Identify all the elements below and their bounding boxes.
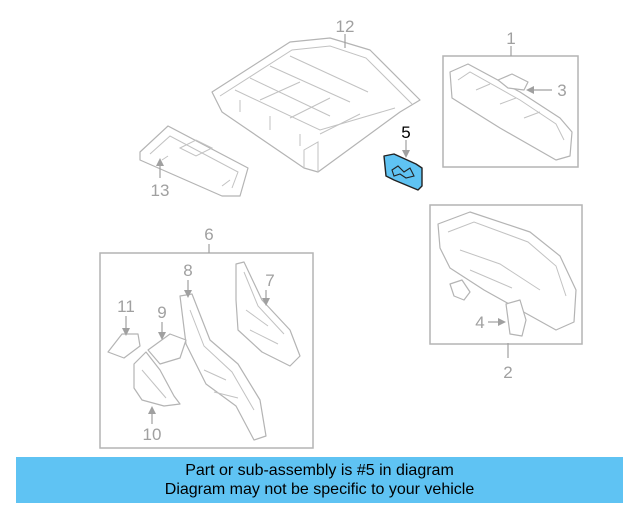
callout-9: 9	[157, 303, 166, 322]
banner-line-2: Diagram may not be specific to your vehi…	[164, 481, 475, 498]
callout-1: 1	[506, 29, 515, 48]
parts-diagram: 12 1 3 5 13 6 7 8 9 11 10 4 2	[99, 17, 583, 449]
callout-5: 5	[401, 123, 410, 142]
callout-10: 10	[143, 425, 162, 444]
callout-4: 4	[475, 313, 484, 332]
box-part-2	[429, 204, 583, 345]
callout-6: 6	[204, 225, 213, 244]
notice-banner: Part or sub-assembly is #5 in diagram Di…	[16, 457, 623, 503]
callout-8: 8	[183, 261, 192, 280]
callout-12: 12	[336, 17, 355, 36]
part-12-rear-floor-pan[interactable]	[211, 37, 421, 173]
callout-11: 11	[117, 297, 135, 316]
part-5-highlighted[interactable]	[383, 153, 423, 191]
callout-13: 13	[151, 181, 170, 200]
callout-2: 2	[503, 363, 512, 382]
leader-lines	[122, 34, 552, 424]
box-part-1	[442, 55, 579, 168]
callout-3: 3	[557, 81, 566, 100]
box-part-6	[99, 252, 314, 449]
banner-line-1: Part or sub-assembly is #5 in diagram	[185, 462, 454, 479]
callout-7: 7	[265, 271, 274, 290]
part-13-bracket[interactable]	[139, 125, 249, 197]
